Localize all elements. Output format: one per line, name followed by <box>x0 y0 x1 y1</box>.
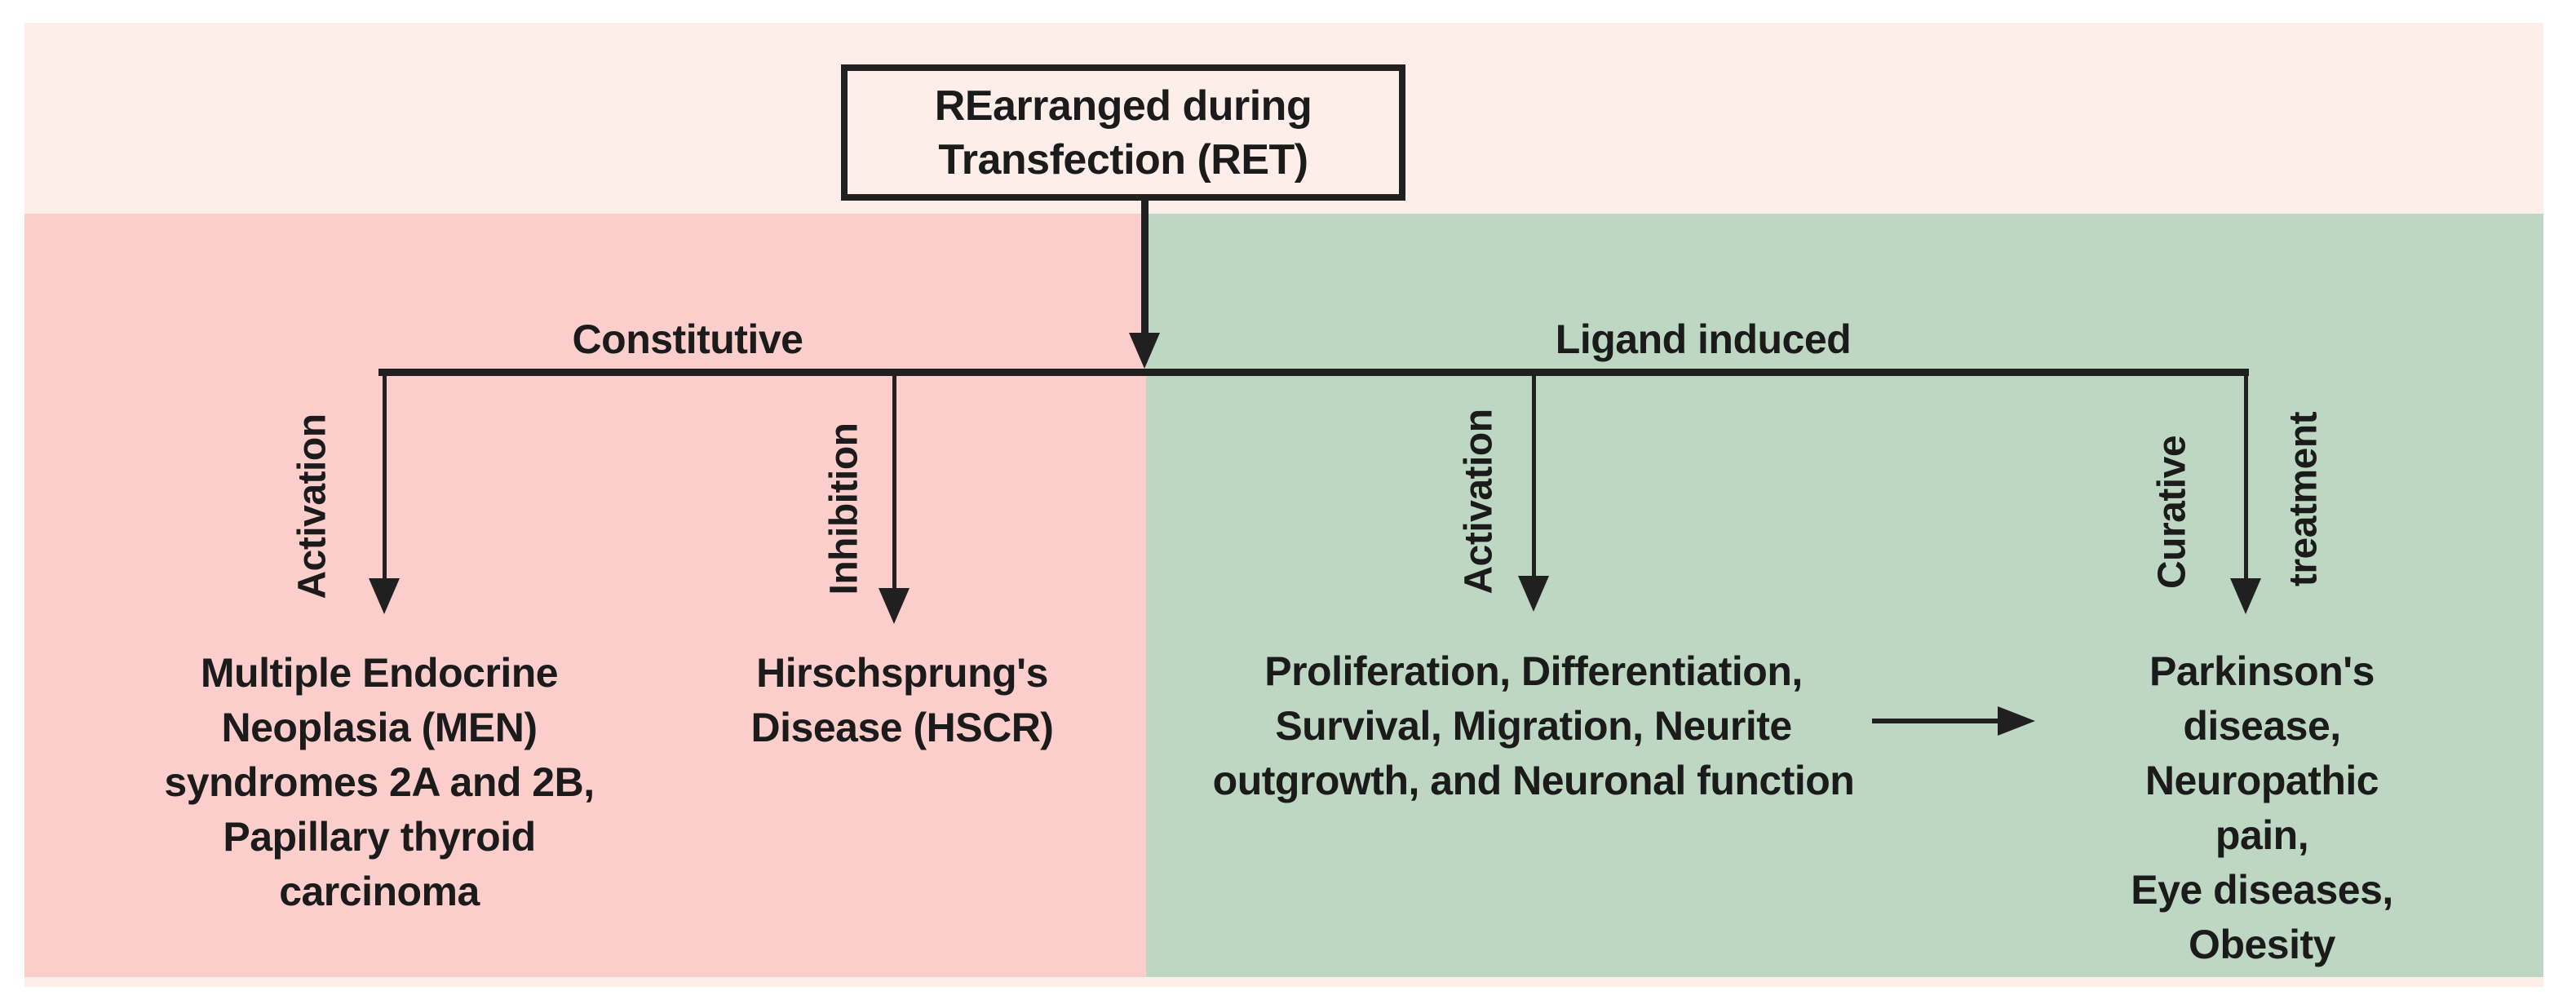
ret-root-title: REarranged during Transfection (RET) <box>934 82 1312 184</box>
treatment-label: treatment <box>2282 411 2326 587</box>
root-connector-arrowhead-icon <box>1129 333 1160 369</box>
constitutive-panel-background <box>24 214 1146 977</box>
curative-treatment-arrowhead-icon <box>2230 578 2261 614</box>
constitutive-inhibition-arrow-line <box>892 369 896 588</box>
constitutive-branch-label: Constitutive <box>572 316 803 362</box>
cell-functions-outcome-text: Proliferation, Differentiation, Survival… <box>1212 648 1855 803</box>
functions-to-diseases-arrowhead-icon <box>1998 706 2035 736</box>
ligand-induced-branch-label: Ligand induced <box>1555 316 1852 362</box>
men-outcome-text: Multiple Endocrine Neoplasia (MEN) syndr… <box>164 650 595 914</box>
constitutive-activation-label: Activation <box>290 414 334 599</box>
ligand-activation-arrowhead-icon <box>1518 576 1549 612</box>
constitutive-inhibition-label: Inhibition <box>822 422 866 595</box>
constitutive-inhibition-arrowhead-icon <box>879 588 910 624</box>
curative-treatment-arrow-line <box>2244 369 2248 578</box>
constitutive-activation-arrowhead-icon <box>369 578 400 614</box>
branch-horizontal-line <box>378 369 2249 376</box>
hscr-outcome-text: Hirschsprung's Disease (HSCR) <box>750 650 1054 750</box>
ligand-activation-arrow-line <box>1532 369 1536 576</box>
ligand-activation-label: Activation <box>1457 409 1501 595</box>
constitutive-activation-arrow-line <box>383 369 387 578</box>
ligand-induced-panel-background <box>1146 214 2543 977</box>
root-connector-line <box>1141 201 1149 336</box>
bottom-strip-background <box>24 977 2543 987</box>
functions-to-diseases-arrow-line <box>1872 719 1999 723</box>
diseases-outcome-text: Parkinson's disease, Neuropathic pain, E… <box>2131 648 2393 967</box>
ret-root-node: REarranged during Transfection (RET) <box>841 64 1405 201</box>
curative-label: Curative <box>2150 435 2194 590</box>
